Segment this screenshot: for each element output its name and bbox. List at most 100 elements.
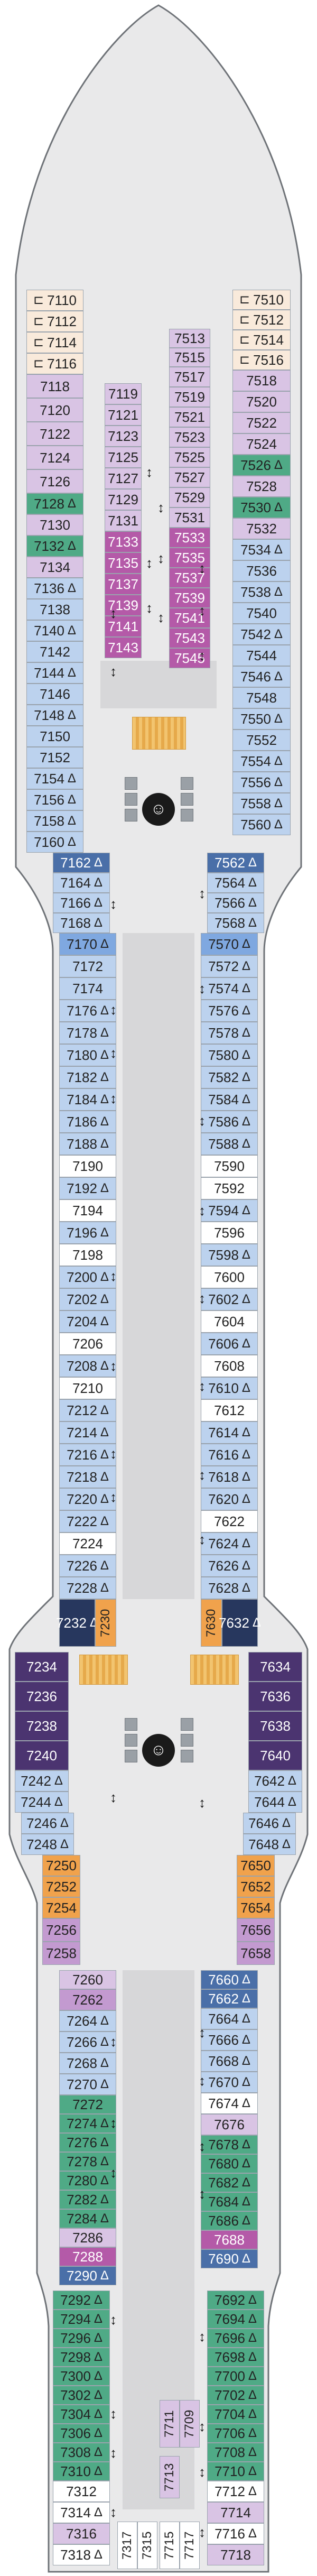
cabin-7118[interactable]: 7118 — [26, 374, 83, 398]
cabin-7656[interactable]: 7656 — [237, 1918, 275, 1942]
cabin-7236[interactable]: 7236 — [15, 1682, 69, 1711]
cabin-7516[interactable]: ⊏7516 — [232, 350, 291, 370]
cabin-7172[interactable]: 7172 — [59, 955, 116, 977]
cabin-7137[interactable]: 7137 — [105, 574, 142, 595]
cabin-7634[interactable]: 7634 — [248, 1652, 302, 1682]
cabin-7529[interactable]: 7529 — [169, 487, 210, 507]
cabin-7510[interactable]: ⊏7510 — [232, 290, 291, 310]
cabin-7717[interactable]: 7717 — [180, 2522, 200, 2569]
cabin-7519[interactable]: 7519 — [169, 387, 210, 407]
cabin-7513[interactable]: 7513 — [169, 329, 210, 348]
cabin-7714[interactable]: 7714 — [207, 2502, 264, 2523]
cabin-7525[interactable]: 7525 — [169, 447, 210, 467]
cabin-7537[interactable]: 7537 — [169, 568, 210, 588]
cabin-7676[interactable]: 7676 — [201, 2114, 258, 2135]
cabin-7272[interactable]: 7272 — [59, 2095, 116, 2114]
cabin-7548[interactable]: 7548 — [232, 687, 291, 708]
cabin-7317[interactable]: 7317 — [117, 2522, 137, 2569]
cabin-7120[interactable]: 7120 — [26, 398, 83, 422]
cabin-7514[interactable]: ⊏7514 — [232, 330, 291, 350]
cabin-7517[interactable]: 7517 — [169, 367, 210, 387]
cabin-7523[interactable]: 7523 — [169, 427, 210, 447]
cabin-7622[interactable]: 7622 — [201, 1510, 258, 1532]
cabin-7194[interactable]: 7194 — [59, 1199, 116, 1222]
cabin-7528[interactable]: 7528 — [232, 476, 291, 497]
cabin-7174[interactable]: 7174 — [59, 977, 116, 1000]
cabin-7210[interactable]: 7210 — [59, 1377, 116, 1399]
cabin-7198[interactable]: 7198 — [59, 1244, 116, 1266]
cabin-7515[interactable]: 7515 — [169, 348, 210, 367]
cabin-7638[interactable]: 7638 — [248, 1711, 302, 1741]
cabin-7544[interactable]: 7544 — [232, 645, 291, 666]
cabin-7254[interactable]: 7254 — [42, 1897, 80, 1918]
cabin-7535[interactable]: 7535 — [169, 548, 210, 568]
cabin-7135[interactable]: 7135 — [105, 552, 142, 574]
cabin-7713[interactable]: 7713 — [160, 2456, 180, 2498]
cabin-7658[interactable]: 7658 — [237, 1942, 275, 1965]
cabin-7124[interactable]: 7124 — [26, 446, 83, 469]
cabin-7224[interactable]: 7224 — [59, 1532, 116, 1555]
cabin-7142[interactable]: 7142 — [26, 641, 83, 662]
cabin-7126[interactable]: 7126 — [26, 469, 83, 493]
cabin-7286[interactable]: 7286 — [59, 2228, 116, 2247]
cabin-7540[interactable]: 7540 — [232, 603, 291, 624]
cabin-7121[interactable]: 7121 — [105, 404, 142, 426]
cabin-7125[interactable]: 7125 — [105, 447, 142, 468]
cabin-7250[interactable]: 7250 — [42, 1855, 80, 1876]
cabin-7650[interactable]: 7650 — [237, 1855, 275, 1876]
cabin-7141[interactable]: 7141 — [105, 616, 142, 637]
cabin-7146[interactable]: 7146 — [26, 684, 83, 705]
cabin-7116[interactable]: ⊏7116 — [26, 353, 83, 374]
cabin-7688[interactable]: 7688 — [201, 2230, 258, 2249]
